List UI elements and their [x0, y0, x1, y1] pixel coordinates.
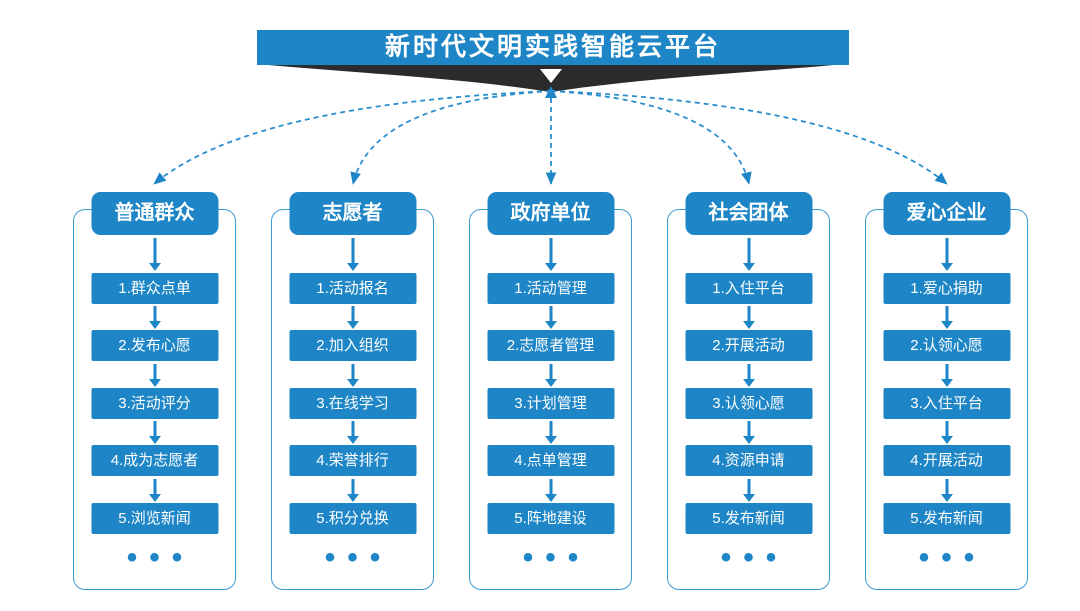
column-caring-enterprises: 爱心企业 1.爱心捐助 2.认领心愿 3.入住平台 4.开展活动 5.发布新闻 … — [865, 175, 1028, 603]
flow-step: 1.入住平台 — [685, 273, 812, 304]
flow-step: 2.发布心愿 — [91, 330, 218, 361]
column-general-public: 普通群众 1.群众点单 2.发布心愿 3.活动评分 4.成为志愿者 5.浏览新闻… — [73, 175, 236, 603]
down-arrow-icon — [544, 421, 557, 444]
flow-step: 5.发布新闻 — [685, 503, 812, 534]
flow-step: 5.发布新闻 — [883, 503, 1010, 534]
down-arrow-icon — [346, 421, 359, 444]
column-header: 志愿者 — [289, 192, 416, 235]
flow-step: 1.群众点单 — [91, 273, 218, 304]
flow-step: 2.认领心愿 — [883, 330, 1010, 361]
down-arrow-icon — [346, 306, 359, 329]
down-arrow-icon — [148, 238, 161, 271]
flow-step: 4.荣誉排行 — [289, 445, 416, 476]
down-arrow-icon — [148, 364, 161, 387]
column-header: 爱心企业 — [883, 192, 1010, 235]
fan-line-2 — [350, 90, 552, 185]
down-arrow-icon — [148, 306, 161, 329]
down-arrow-icon — [742, 364, 755, 387]
more-ellipsis: ••• — [522, 541, 591, 574]
flow-step: 1.活动报名 — [289, 273, 416, 304]
down-arrow-icon — [544, 306, 557, 329]
down-arrow-icon — [940, 479, 953, 502]
down-arrow-icon — [544, 479, 557, 502]
down-arrow-icon — [346, 238, 359, 271]
flow-step: 3.入住平台 — [883, 388, 1010, 419]
flow-step: 2.加入组织 — [289, 330, 416, 361]
down-arrow-icon — [742, 306, 755, 329]
down-arrow-icon — [940, 364, 953, 387]
down-arrow-icon — [940, 306, 953, 329]
flow-step: 3.认领心愿 — [685, 388, 812, 419]
down-arrow-icon — [148, 421, 161, 444]
more-ellipsis: ••• — [126, 541, 195, 574]
column-government-units: 政府单位 1.活动管理 2.志愿者管理 3.计划管理 4.点单管理 5.阵地建设… — [469, 175, 632, 603]
flow-step: 2.志愿者管理 — [487, 330, 614, 361]
down-arrow-icon — [742, 238, 755, 271]
column-header: 社会团体 — [685, 192, 812, 235]
flow-step: 4.开展活动 — [883, 445, 1010, 476]
flow-step: 3.计划管理 — [487, 388, 614, 419]
fan-line-4 — [550, 90, 752, 185]
down-arrow-icon — [148, 479, 161, 502]
funnel-arrow-icon — [540, 69, 562, 83]
fan-line-5 — [550, 90, 948, 185]
flow-step: 1.爱心捐助 — [883, 273, 1010, 304]
column-header: 普通群众 — [91, 192, 218, 235]
flow-step: 2.开展活动 — [685, 330, 812, 361]
flow-step: 5.浏览新闻 — [91, 503, 218, 534]
down-arrow-icon — [346, 364, 359, 387]
column-header: 政府单位 — [487, 192, 614, 235]
flow-step: 1.活动管理 — [487, 273, 614, 304]
flow-step: 4.点单管理 — [487, 445, 614, 476]
flow-step: 3.在线学习 — [289, 388, 416, 419]
flow-step: 4.资源申请 — [685, 445, 812, 476]
flow-step: 3.活动评分 — [91, 388, 218, 419]
platform-title-banner: 新时代文明实践智能云平台 — [257, 30, 849, 65]
flow-step: 4.成为志愿者 — [91, 445, 218, 476]
flow-step: 5.阵地建设 — [487, 503, 614, 534]
down-arrow-icon — [742, 421, 755, 444]
hub-arrow-icon — [545, 86, 557, 98]
down-arrow-icon — [940, 238, 953, 271]
down-arrow-icon — [544, 238, 557, 271]
down-arrow-icon — [346, 479, 359, 502]
down-arrow-icon — [742, 479, 755, 502]
down-arrow-icon — [544, 364, 557, 387]
column-social-organizations: 社会团体 1.入住平台 2.开展活动 3.认领心愿 4.资源申请 5.发布新闻 … — [667, 175, 830, 603]
fan-line-1 — [153, 90, 552, 185]
down-arrow-icon — [940, 421, 953, 444]
column-volunteers: 志愿者 1.活动报名 2.加入组织 3.在线学习 4.荣誉排行 5.积分兑换 •… — [271, 175, 434, 603]
more-ellipsis: ••• — [918, 541, 987, 574]
more-ellipsis: ••• — [720, 541, 789, 574]
flow-step: 5.积分兑换 — [289, 503, 416, 534]
more-ellipsis: ••• — [324, 541, 393, 574]
